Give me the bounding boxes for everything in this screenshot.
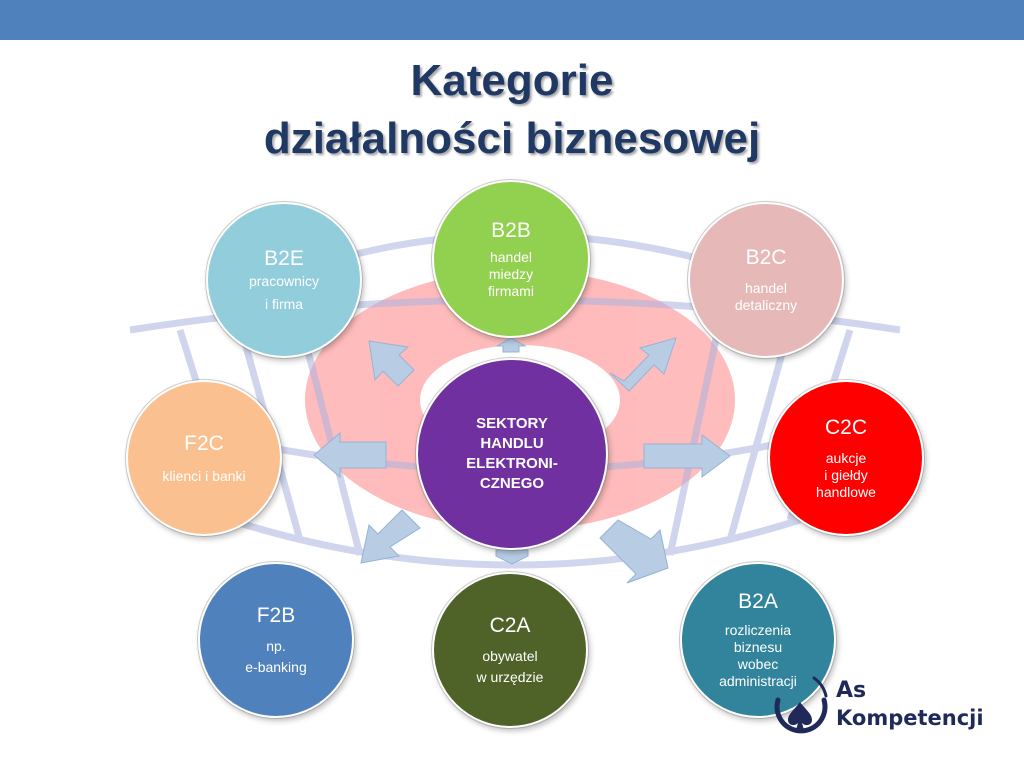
top-accent-bar: [0, 0, 1024, 40]
node-b2b-desc: handel miedzy firmami: [488, 248, 534, 299]
node-b2b: B2B handel miedzy firmami: [432, 180, 590, 338]
arrow-to-c2c: [643, 434, 731, 478]
node-b2c-title: B2C: [745, 246, 787, 269]
node-c2a: C2A obywatel w urzędzie: [432, 572, 588, 728]
node-b2a-title: B2A: [738, 590, 778, 613]
logo-wordmark: As Kompetencji: [836, 678, 984, 732]
title-line-2: działalności biznesowej: [263, 114, 761, 163]
title-line-1: Kategorie: [410, 56, 614, 105]
center-node: SEKTORY HANDLU ELEKTRONI- CZNEGO: [416, 358, 608, 550]
arrow-to-b2a: [599, 519, 669, 584]
arrow-to-f2b: [360, 509, 421, 564]
logo-line-2: Kompetencji: [836, 706, 984, 730]
node-f2c-desc: klienci i banki: [162, 467, 246, 484]
node-f2b: F2B np. e-banking: [198, 562, 354, 718]
node-c2a-desc: obywatel w urzędzie: [476, 648, 544, 685]
node-f2c-title: F2C: [184, 431, 224, 455]
node-f2b-desc: np. e-banking: [245, 638, 307, 675]
spade-emblem-icon: [774, 676, 828, 734]
node-b2e-desc: pracownicy i firma: [248, 273, 320, 312]
node-b2e-title: B2E: [264, 247, 304, 270]
node-b2b-title: B2B: [491, 218, 531, 242]
arrow-to-f2c: [313, 431, 387, 479]
node-c2c-title: C2C: [824, 415, 867, 439]
node-c2c: C2C aukcje i giełdy handlowe: [768, 380, 924, 536]
arrow-to-b2e: [368, 340, 415, 387]
arrow-to-b2b: [495, 337, 527, 353]
node-b2a: B2A rozliczenia biznesu wobec administra…: [680, 562, 836, 718]
node-b2e: B2E pracownicy i firma: [206, 202, 362, 358]
node-b2c: B2C handel detaliczny: [688, 202, 844, 358]
node-c2c-desc: aukcje i giełdy handlowe: [816, 449, 876, 500]
arrow-to-b2c: [609, 337, 677, 392]
node-f2c: F2C klienci i banki: [126, 380, 282, 536]
as-kompetencji-logo: As Kompetencji: [768, 672, 998, 752]
logo-line-1: As: [836, 678, 867, 703]
arrow-to-c2a: [495, 549, 529, 565]
node-f2b-title: F2B: [256, 604, 296, 627]
center-node-label: SEKTORY HANDLU ELEKTRONI- CZNEGO: [466, 415, 558, 492]
page-title: Kategorie działalności biznesowej: [0, 52, 1024, 168]
node-b2a-desc: rozliczenia biznesu wobec administracji: [719, 622, 797, 689]
node-c2a-title: C2A: [489, 614, 531, 637]
node-b2c-desc: handel detaliczny: [734, 280, 798, 313]
